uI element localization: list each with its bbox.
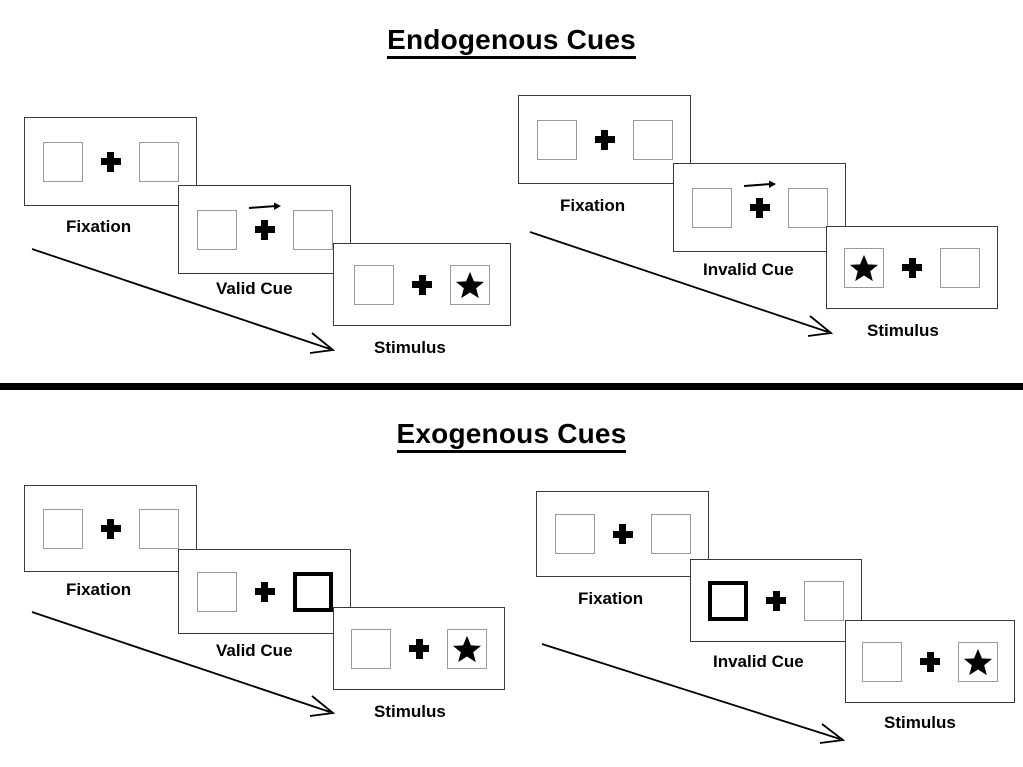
left-placeholder-box bbox=[554, 514, 595, 554]
right-target-box bbox=[450, 264, 490, 305]
caption-invalid-cue-endogenous: Invalid Cue bbox=[703, 260, 794, 279]
trial-frame-fixation-exogenous-invalid bbox=[536, 491, 709, 577]
right-placeholder-box bbox=[292, 209, 333, 250]
right-placeholder-box bbox=[138, 508, 179, 549]
time-progression-arrow-icon-exogenous-valid bbox=[31, 611, 336, 717]
fixation-cross-icon bbox=[254, 581, 275, 602]
star-icon bbox=[849, 254, 879, 281]
left-placeholder-box bbox=[42, 508, 83, 549]
trial-frame-fixation-exogenous-valid bbox=[24, 485, 197, 572]
right-placeholder-box bbox=[650, 514, 691, 554]
fixation-cross-icon bbox=[248, 202, 281, 240]
left-placeholder-box bbox=[351, 628, 391, 669]
trial-frame-stimulus-exogenous-valid bbox=[333, 607, 505, 690]
caption-fixation-exogenous-valid: Fixation bbox=[66, 580, 132, 599]
left-placeholder-box bbox=[196, 571, 237, 612]
trial-frame-invalid-cue-exogenous bbox=[690, 559, 862, 642]
star-icon bbox=[452, 635, 482, 662]
right-placeholder-box bbox=[632, 119, 673, 160]
fixation-cross-icon bbox=[594, 129, 615, 150]
time-progression-arrow-icon-exogenous-invalid bbox=[541, 643, 846, 744]
right-placeholder-box bbox=[804, 580, 844, 621]
section-title-endogenous-text: Endogenous Cues bbox=[387, 24, 636, 59]
fixation-cross-icon bbox=[902, 257, 922, 278]
caption-invalid-cue-exogenous: Invalid Cue bbox=[713, 652, 804, 671]
time-progression-arrow-icon-endogenous-invalid bbox=[529, 231, 834, 337]
left-placeholder-box bbox=[536, 119, 577, 160]
trial-frame-fixation-endogenous-invalid bbox=[518, 95, 691, 184]
section-title-endogenous: Endogenous Cues bbox=[0, 24, 1023, 59]
right-target-box bbox=[447, 628, 487, 669]
caption-valid-cue-endogenous: Valid Cue bbox=[216, 279, 293, 298]
left-placeholder-box bbox=[691, 187, 732, 228]
section-divider bbox=[0, 383, 1023, 390]
fixation-cross-icon bbox=[920, 651, 940, 672]
trial-frame-stimulus-endogenous-valid bbox=[333, 243, 511, 326]
fixation-cross-icon bbox=[766, 590, 786, 611]
section-title-exogenous: Exogenous Cues bbox=[0, 418, 1023, 453]
left-placeholder-box bbox=[196, 209, 237, 250]
right-placeholder-box bbox=[940, 247, 980, 288]
fixation-cross-icon bbox=[412, 274, 432, 295]
caption-stimulus-endogenous-invalid: Stimulus bbox=[867, 321, 939, 340]
left-target-box bbox=[844, 247, 884, 288]
right-placeholder-box bbox=[787, 187, 828, 228]
right-target-box bbox=[958, 641, 998, 682]
trial-frame-valid-cue-endogenous bbox=[178, 185, 351, 274]
fixation-cross-icon bbox=[409, 638, 429, 659]
right-placeholder-box bbox=[138, 141, 179, 182]
caption-stimulus-exogenous-valid: Stimulus bbox=[374, 702, 446, 721]
caption-fixation-endogenous-invalid: Fixation bbox=[560, 196, 626, 215]
section-title-exogenous-text: Exogenous Cues bbox=[396, 418, 627, 453]
fixation-cross-icon bbox=[100, 151, 121, 172]
star-icon bbox=[455, 271, 485, 298]
caption-stimulus-exogenous-invalid: Stimulus bbox=[884, 713, 956, 732]
caption-valid-cue-exogenous: Valid Cue bbox=[216, 641, 293, 660]
trial-frame-invalid-cue-endogenous bbox=[673, 163, 846, 252]
time-progression-arrow-icon-endogenous-valid bbox=[31, 248, 336, 354]
left-placeholder-box bbox=[42, 141, 83, 182]
trial-frame-valid-cue-exogenous bbox=[178, 549, 351, 634]
caption-fixation-exogenous-invalid: Fixation bbox=[578, 589, 644, 608]
trial-frame-stimulus-exogenous-invalid bbox=[845, 620, 1015, 703]
caption-fixation-endogenous-valid: Fixation bbox=[66, 217, 132, 236]
caption-stimulus-endogenous-valid: Stimulus bbox=[374, 338, 446, 357]
fixation-cross-icon bbox=[100, 518, 121, 539]
fixation-cross-icon bbox=[743, 180, 776, 218]
left-cued-box bbox=[708, 580, 748, 621]
cue-arrow-right-icon bbox=[743, 180, 776, 188]
left-placeholder-box bbox=[862, 641, 902, 682]
cue-arrow-right-icon bbox=[248, 202, 281, 210]
trial-frame-fixation-endogenous-valid bbox=[24, 117, 197, 206]
fixation-cross-icon bbox=[612, 524, 633, 544]
right-cued-box bbox=[292, 571, 333, 612]
star-icon bbox=[963, 648, 993, 675]
left-placeholder-box bbox=[354, 264, 394, 305]
trial-frame-stimulus-endogenous-invalid bbox=[826, 226, 998, 309]
